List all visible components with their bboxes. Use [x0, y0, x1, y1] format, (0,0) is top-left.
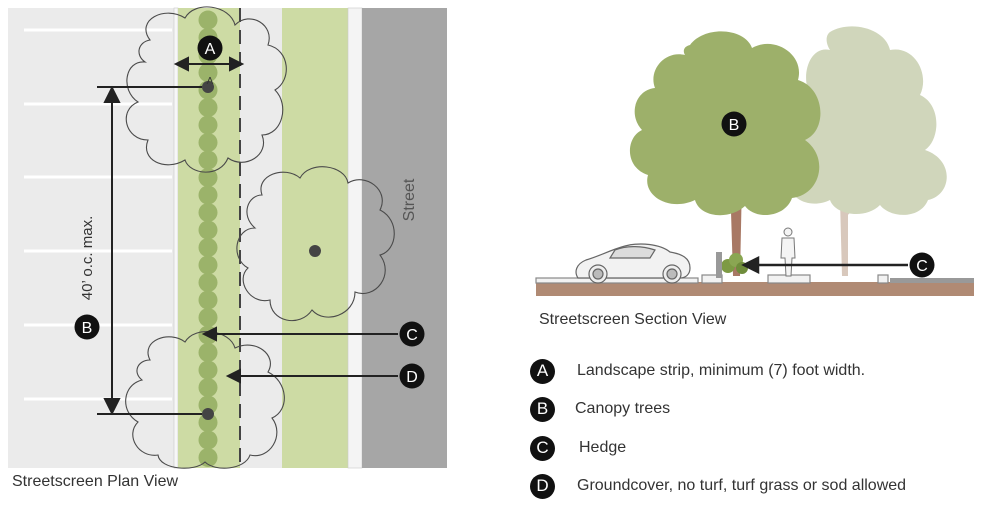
- svg-text:D: D: [406, 369, 418, 386]
- legend-item-c: C Hedge: [530, 435, 626, 461]
- street: [362, 8, 447, 468]
- section-view-diagram: B C: [535, 26, 974, 296]
- hedge-shrub: [198, 220, 218, 240]
- sidewalk: [240, 8, 282, 468]
- hedge-shrub: [198, 378, 218, 397]
- hedge-shrub: [198, 63, 218, 82]
- svg-text:A: A: [205, 41, 216, 58]
- tree-lawn: [282, 8, 348, 468]
- svg-text:C: C: [406, 327, 418, 344]
- hedge-shrub: [198, 413, 218, 432]
- hedge-shrub: [198, 273, 218, 292]
- hedge-shrub: [198, 168, 218, 187]
- legend-marker-b: B: [530, 396, 555, 422]
- spacing-label: 40’ o.c. max.: [79, 216, 96, 300]
- small-a-label: A: [207, 76, 214, 87]
- car: [575, 243, 691, 284]
- tree-trunk: [202, 81, 214, 93]
- tree-trunk: [309, 245, 321, 257]
- strip-width-dimension: [173, 56, 245, 72]
- hedge-shrub: [198, 395, 218, 415]
- hedge-shrub: [198, 10, 218, 30]
- hedge-shrub: [198, 185, 218, 205]
- soil: [536, 282, 974, 296]
- marker-b: B: [74, 314, 100, 340]
- svg-text:C: C: [916, 258, 928, 275]
- marker-c: C: [399, 321, 425, 347]
- wall: [716, 252, 722, 278]
- parking-stripes: [24, 28, 172, 401]
- spacing-dimension: [97, 85, 202, 416]
- legend-item-b: B Canopy trees: [530, 396, 670, 422]
- pointer-arrows: [201, 326, 398, 384]
- marker-d: D: [399, 363, 425, 389]
- hedge-shrub: [198, 290, 218, 310]
- hedge-shrub: [198, 98, 218, 117]
- legend-marker-a: A: [530, 358, 555, 384]
- section-marker-c: C: [909, 252, 935, 278]
- tree-canopy-middle: [236, 166, 395, 322]
- legend-marker-c: C: [530, 435, 555, 461]
- hedge-shrub: [198, 308, 218, 327]
- plan-view-diagram: A 40’ o.c. max. Street A B C D: [8, 6, 447, 469]
- hedge-shrub: [198, 343, 218, 362]
- tree-canopy-top: [125, 6, 287, 173]
- hedge-shrub: [198, 115, 218, 135]
- legend-item-d: D Groundcover, no turf, turf grass or so…: [530, 473, 906, 499]
- svg-text:B: B: [729, 117, 740, 134]
- hedge-shrub: [198, 133, 218, 152]
- section-caption: Streetscreen Section View: [539, 311, 727, 328]
- marker-a: A: [197, 35, 223, 61]
- legend-text-d: Groundcover, no turf, turf grass or sod …: [577, 477, 907, 494]
- hedge-shrub: [198, 360, 218, 380]
- hedge-shrub: [198, 448, 218, 467]
- section-arrow-c: [741, 255, 908, 275]
- section-marker-b: B: [721, 111, 747, 137]
- street-surface: [890, 278, 974, 283]
- svg-text:B: B: [82, 320, 93, 337]
- hedge-shrub: [198, 203, 218, 222]
- tree-trunk: [202, 408, 214, 420]
- hedge-shrub: [198, 150, 218, 170]
- person: [780, 227, 796, 277]
- legend-text-c: Hedge: [579, 439, 627, 456]
- legend-item-a: A Landscape strip, minimum (7) foot widt…: [530, 358, 865, 384]
- hedge-shrub: [198, 255, 218, 275]
- legend-marker-d: D: [530, 473, 555, 499]
- hedge-shrub: [198, 238, 218, 257]
- parking-lot: [8, 8, 174, 468]
- plan-caption: Streetscreen Plan View: [12, 473, 179, 490]
- back-tree: [777, 26, 947, 276]
- legend-text-a: Landscape strip, minimum (7) foot width.: [577, 362, 866, 379]
- street-label: Street: [401, 178, 418, 221]
- hedge-shrub: [198, 430, 218, 450]
- legend-text-b: Canopy trees: [575, 400, 671, 417]
